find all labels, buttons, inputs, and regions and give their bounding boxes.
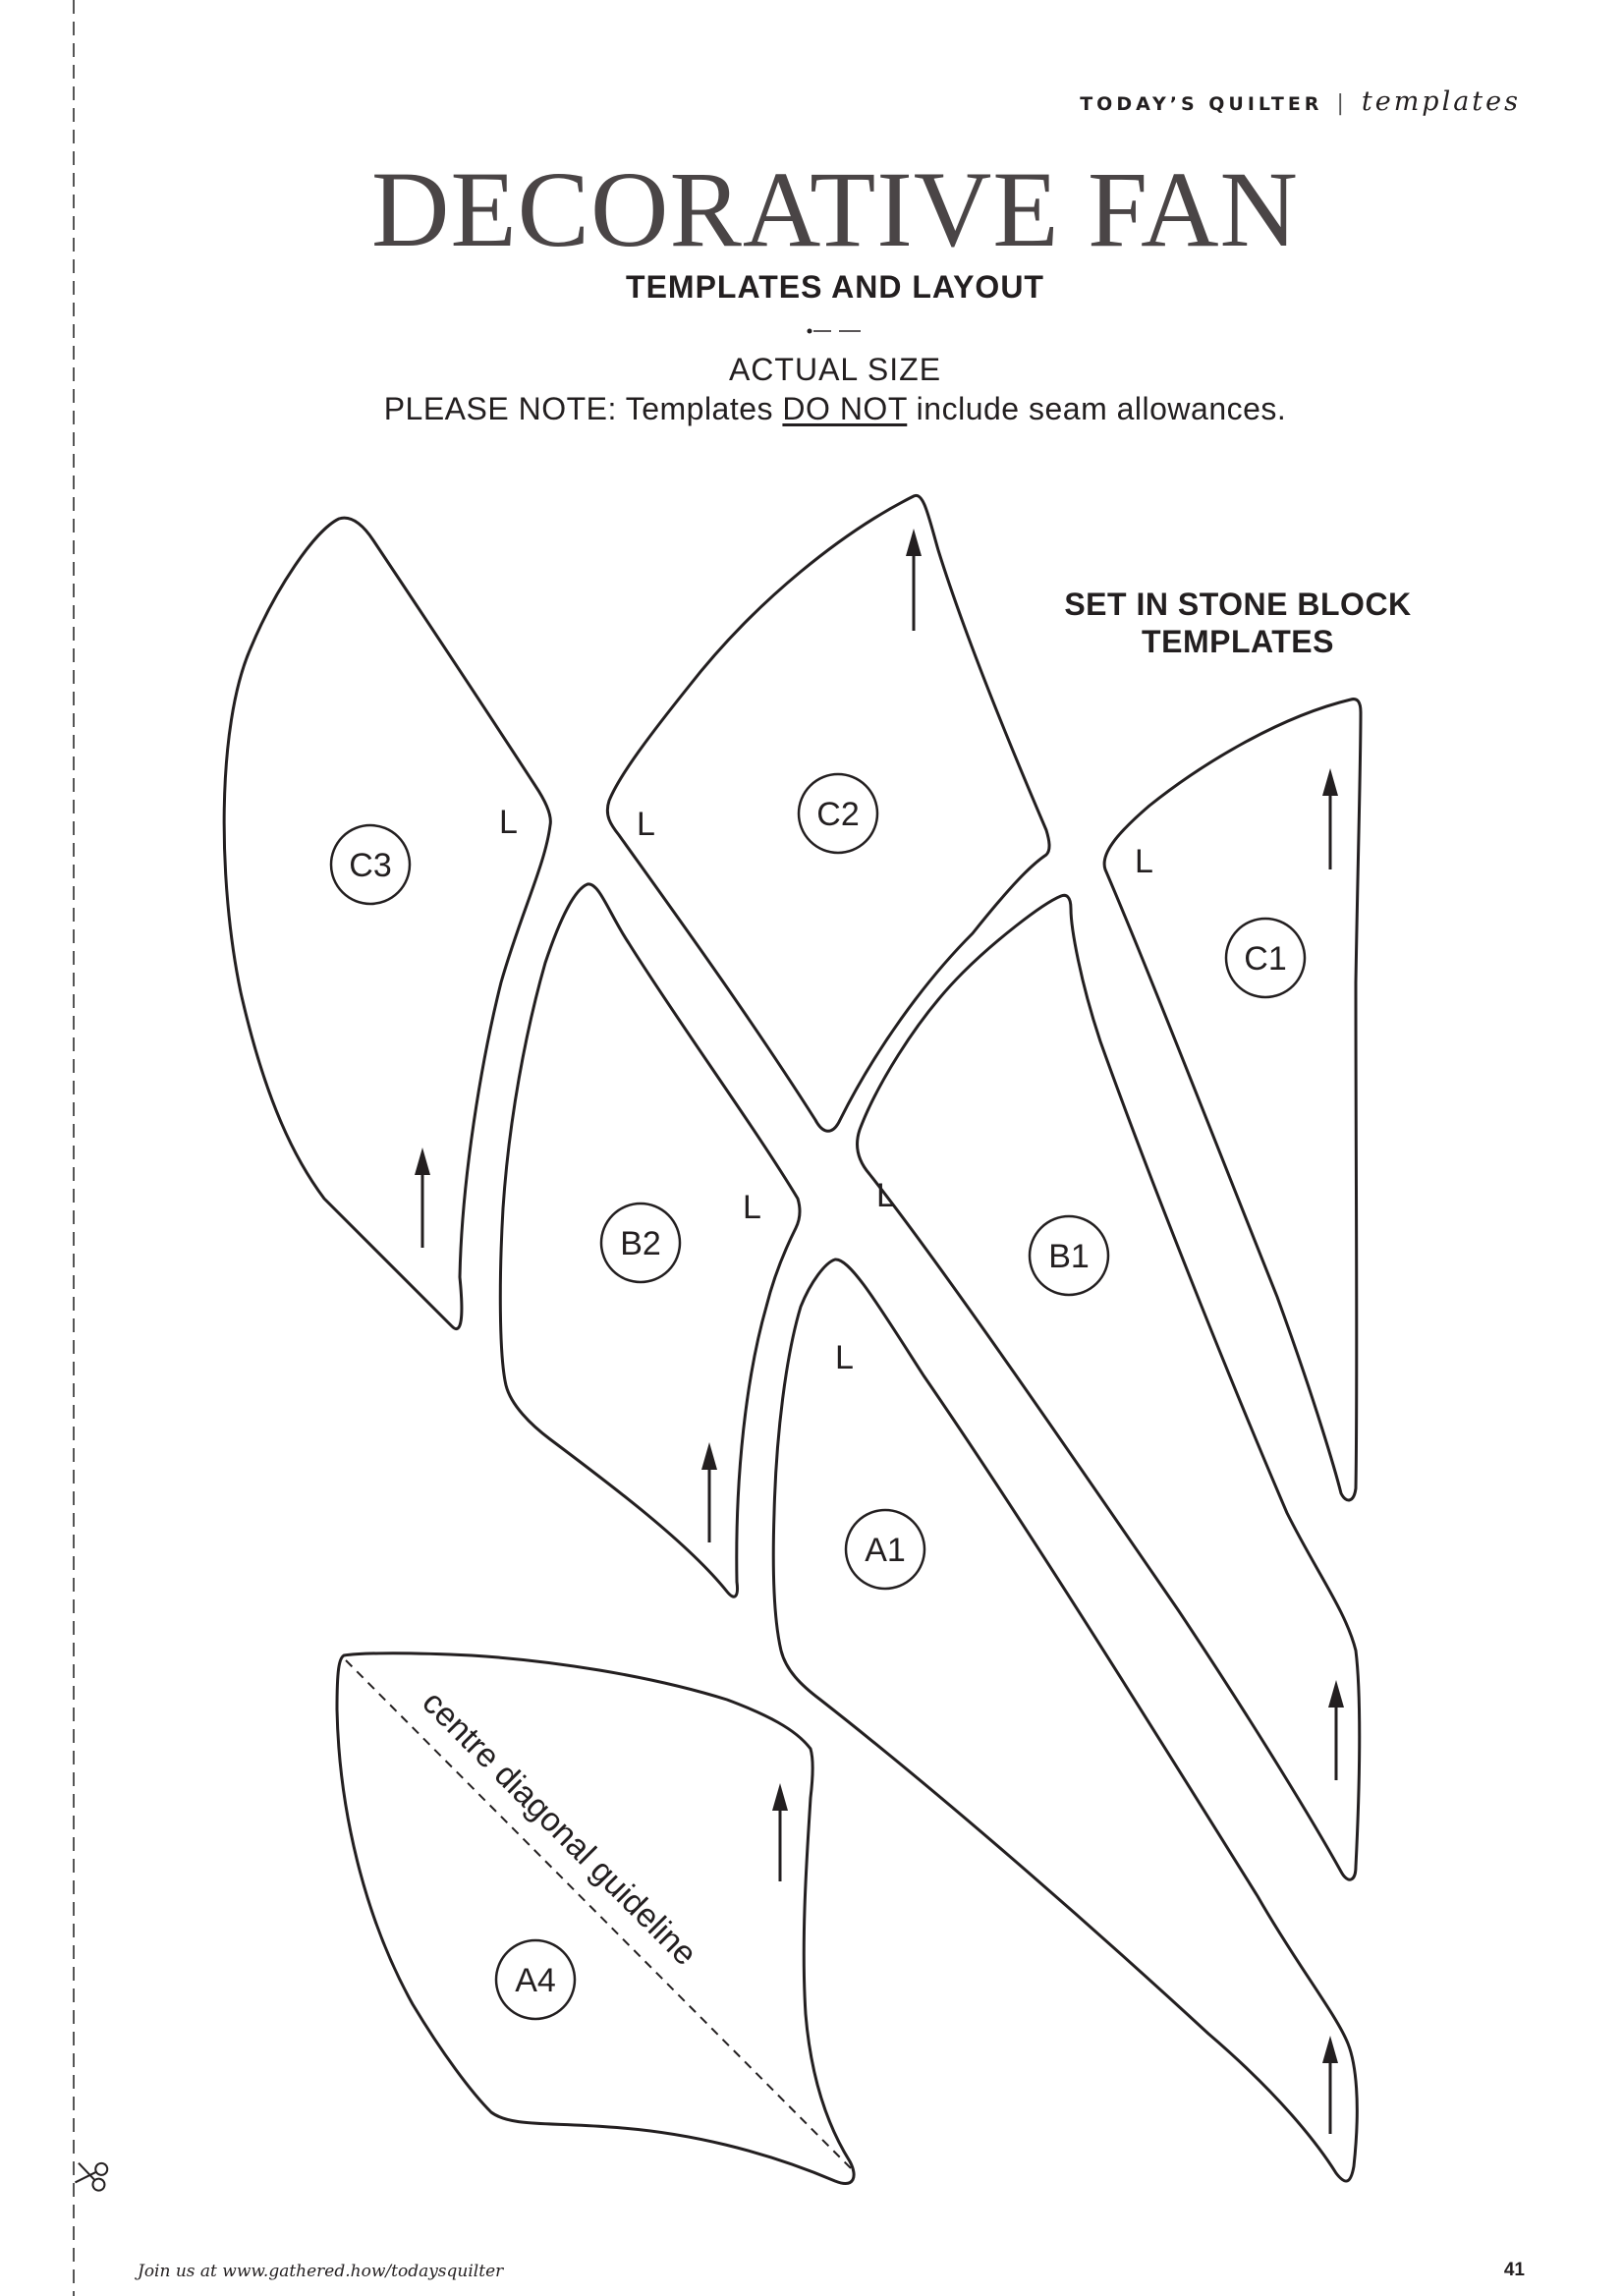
mark-l-c2: L bbox=[637, 806, 655, 843]
arrow-up-icon bbox=[906, 529, 922, 631]
template-b2 bbox=[498, 882, 802, 1598]
brand-name: TODAY’S QUILTER bbox=[1080, 93, 1323, 115]
svg-text:C2: C2 bbox=[816, 796, 859, 833]
svg-text:B1: B1 bbox=[1048, 1238, 1090, 1275]
template-c3 bbox=[222, 516, 552, 1330]
block-heading-line2: TEMPLATES bbox=[1142, 624, 1334, 659]
note-prefix: PLEASE NOTE: Templates bbox=[383, 391, 783, 426]
label-a4: A4 bbox=[494, 1938, 577, 2021]
mark-l-b2: L bbox=[743, 1189, 761, 1226]
template-b1 bbox=[856, 893, 1362, 1881]
mark-l-a1: L bbox=[835, 1339, 854, 1376]
mark-l-c3: L bbox=[499, 804, 518, 841]
template-c2 bbox=[605, 493, 1051, 1133]
guideline-label: centre diagonal guideline bbox=[415, 1684, 703, 1973]
svg-text:A4: A4 bbox=[515, 1962, 556, 1999]
page-subtitle: TEMPLATES AND LAYOUT bbox=[626, 269, 1044, 305]
arrow-up-icon bbox=[1328, 1680, 1344, 1780]
page-title: DECORATIVE FAN bbox=[371, 149, 1299, 269]
svg-text:C3: C3 bbox=[349, 847, 391, 884]
footer-website: Join us at www.gathered.how/todaysquilte… bbox=[138, 2262, 504, 2281]
label-c3: C3 bbox=[329, 823, 412, 906]
label-c2: C2 bbox=[797, 772, 879, 855]
arrow-up-icon bbox=[1322, 768, 1338, 869]
header-separator: | bbox=[1336, 91, 1348, 116]
label-a1: A1 bbox=[844, 1508, 926, 1591]
section-name: templates bbox=[1361, 86, 1521, 117]
ornament-divider bbox=[807, 328, 861, 334]
label-c1: C1 bbox=[1224, 917, 1307, 999]
arrow-up-icon bbox=[701, 1442, 717, 1542]
block-heading-line1: SET IN STONE BLOCK bbox=[1064, 587, 1412, 622]
svg-text:C1: C1 bbox=[1244, 940, 1286, 978]
seam-allowance-note: PLEASE NOTE: Templates DO NOT include se… bbox=[0, 391, 1623, 427]
page-number: 41 bbox=[1503, 2260, 1525, 2280]
block-templates-heading: SET IN STONE BLOCK TEMPLATES bbox=[1022, 586, 1454, 660]
template-a4 bbox=[335, 1652, 856, 2185]
note-emphasis: DO NOT bbox=[782, 391, 908, 426]
note-suffix: include seam allowances. bbox=[907, 391, 1287, 426]
arrow-up-icon bbox=[1322, 2036, 1338, 2134]
arrow-up-icon bbox=[772, 1783, 788, 1881]
centre-guideline bbox=[345, 1659, 852, 2169]
svg-text:A1: A1 bbox=[865, 1532, 906, 1569]
template-c1 bbox=[1102, 698, 1363, 1502]
header-brand: TODAY’S QUILTER | templates bbox=[1080, 86, 1521, 117]
scissors-icon bbox=[75, 2161, 109, 2192]
mark-l-b1: L bbox=[876, 1177, 895, 1214]
label-b1: B1 bbox=[1028, 1214, 1110, 1297]
actual-size-label: ACTUAL SIZE bbox=[728, 352, 942, 387]
svg-text:B2: B2 bbox=[620, 1225, 661, 1262]
label-b2: B2 bbox=[599, 1202, 682, 1284]
mark-l-c1: L bbox=[1135, 843, 1153, 880]
template-a1 bbox=[771, 1258, 1359, 2183]
arrow-up-icon bbox=[415, 1148, 430, 1248]
